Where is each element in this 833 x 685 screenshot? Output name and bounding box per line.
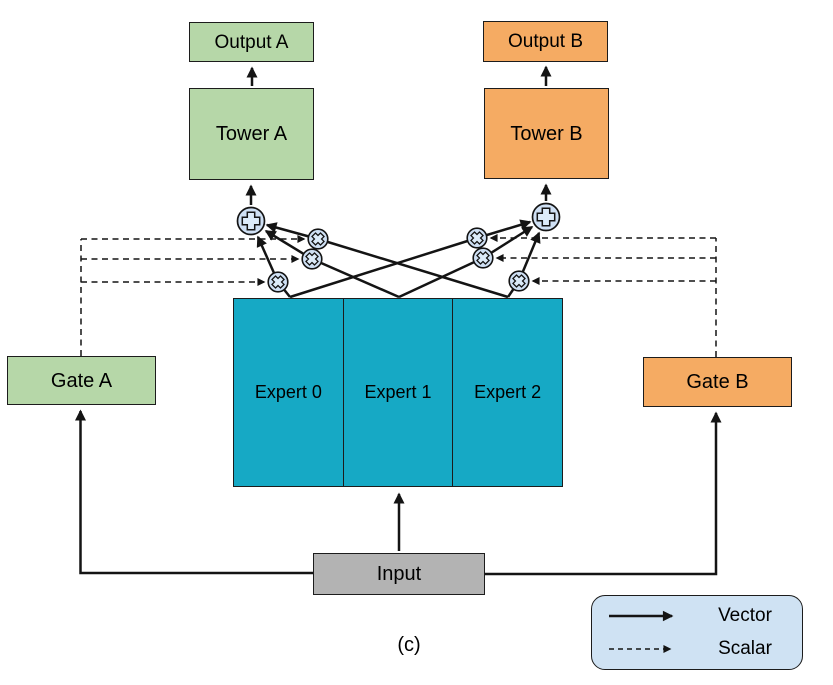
node-gate-a-label: Gate A [50,369,113,392]
node-output-b-label: Output B [508,31,583,52]
multiply-node-b3 [508,270,530,292]
legend-scalar-label: Scalar [718,638,772,659]
multiply-node-a2 [301,248,323,270]
sum-node-b [531,202,561,232]
multiply-node-a3 [267,271,289,293]
node-output-b: Output B [483,21,608,62]
legend-row-vector: Vector [606,601,788,631]
node-output-a-label: Output A [214,31,289,53]
multiply-icon [476,251,490,265]
multiply-icon [305,252,319,266]
multiply-node-b1 [466,227,488,249]
node-gate-a: Gate A [7,356,156,405]
multiply-node-b2 [472,247,494,269]
edge-input-to-gate-b [485,411,722,576]
legend: Vector Scalar [591,595,803,670]
node-tower-b-label: Tower B [510,122,583,145]
node-expert-0-label: Expert 0 [254,382,322,402]
node-expert-0: Expert 0 [234,299,343,486]
multiply-icon [311,232,325,246]
node-input: Input [313,553,485,595]
plus-icon [536,207,556,227]
expert-block: Expert 0 Expert 1 Expert 2 [233,298,563,487]
plus-icon [241,211,261,231]
multiply-icon [512,274,526,288]
node-expert-2: Expert 2 [452,299,562,486]
edge-expert2-to-mult-a1 [317,237,509,299]
edge-expert1-to-mult-a2 [311,257,400,299]
vector-arrow-icon [609,610,674,622]
scalar-arrow-icon [609,645,672,653]
multiply-node-a1 [307,228,329,250]
multiply-icon [470,231,484,245]
node-output-a: Output A [189,22,314,62]
sum-node-a [236,206,266,236]
node-expert-1: Expert 1 [342,299,453,486]
node-gate-b-label: Gate B [686,371,749,393]
edge-expert0-to-mult-b1 [289,236,478,299]
node-expert-2-label: Expert 2 [474,382,542,402]
multiply-icon [271,275,285,289]
node-expert-1-label: Expert 1 [364,382,432,402]
node-tower-a-label: Tower A [215,123,288,145]
legend-row-scalar: Scalar [606,634,788,664]
node-input-label: Input [376,563,422,585]
edge-input-to-gate-a [74,409,313,575]
legend-vector-label: Vector [718,605,772,626]
node-tower-a: Tower A [189,88,314,180]
node-tower-b: Tower B [484,88,609,179]
node-gate-b: Gate B [643,357,792,407]
figure-caption: (c) [397,634,421,656]
